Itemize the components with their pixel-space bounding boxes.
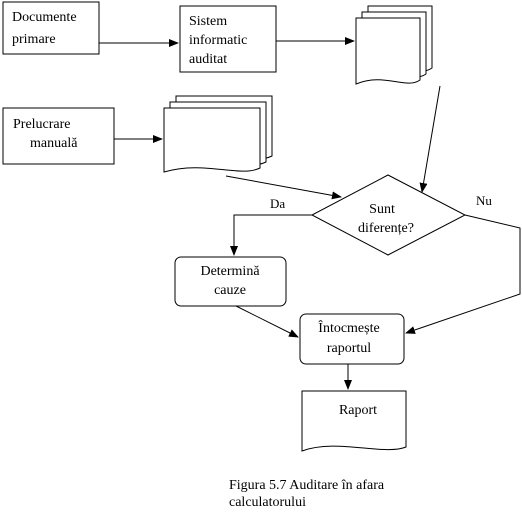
edge-documente-to-decizie [419,85,441,193]
node-sistem-informatic-line2: informatic [189,33,247,48]
node-determina-cauze: Determină cauze [174,256,287,307]
edge-documente-to-decizie-manual [225,175,342,200]
node-decizie-line2: diferențe? [358,221,414,236]
node-intocmeste-raport: Întocmește raportul [299,313,405,365]
edge-label-nu: Nu [476,193,492,208]
node-documente-rezultat [355,5,433,85]
node-raport: Raport [301,390,407,452]
node-raport-label: Raport [339,403,377,418]
node-sistem-informatic: Sistem informatic auditat [179,5,277,73]
node-determina-cauze-line1: Determină [200,264,260,279]
node-determina-cauze-line2: cauze [214,283,246,298]
node-documente-primare: Documente primare [2,1,100,55]
node-documente-primare-line1: Documente [12,10,77,25]
edge-nu [405,214,521,334]
node-documente-manuale [163,95,273,173]
figure-caption-line1: Figura 5.7 Auditare în afara [229,478,385,493]
node-prelucrare-manuala: Prelucrare manuală [2,107,115,165]
figure-caption-line2: calculatorului [229,495,306,510]
node-sistem-informatic-line1: Sistem [189,14,227,29]
node-sistem-informatic-line3: auditat [189,52,227,67]
node-intocmeste-raport-line2: raportul [327,341,371,356]
edge-da [230,214,312,256]
node-decizie: Sunt diferențe? [310,174,467,256]
node-prelucrare-manuala-line2: manuală [30,136,78,151]
edge-cauze-to-raport [235,305,299,338]
node-intocmeste-raport-line1: Întocmește [318,319,379,336]
node-documente-primare-line2: primare [12,32,56,47]
edge-label-da: Da [270,196,285,211]
node-prelucrare-manuala-line1: Prelucrare [13,117,71,132]
node-decizie-line1: Sunt [369,202,395,217]
